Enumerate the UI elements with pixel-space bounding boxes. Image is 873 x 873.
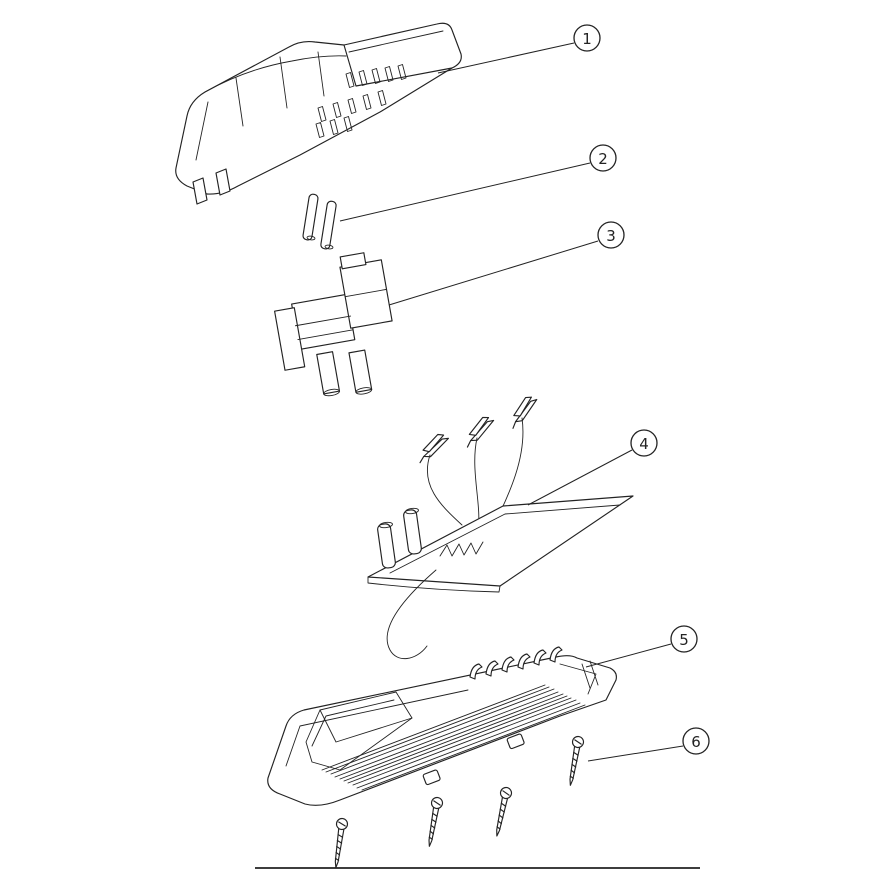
callout-1-label: 1 [582, 30, 592, 48]
connector-left-block [274, 307, 306, 371]
alligator-clip [419, 433, 449, 464]
top-housing-tabs [192, 168, 231, 205]
callout-4-label: 4 [639, 435, 649, 453]
top-housing-dome-ridge [204, 55, 347, 93]
leader-line-6 [587, 745, 684, 762]
connector-leg [348, 349, 373, 393]
bottom-housing-rim [285, 689, 469, 767]
part-connector-block [274, 252, 393, 397]
connector-top-tab [339, 252, 367, 270]
alligator-clip [466, 416, 495, 448]
part-bottom-housing [267, 646, 617, 806]
leader-line-5 [585, 643, 672, 668]
callout-6-label: 6 [691, 733, 701, 751]
connector-mid-block [291, 293, 356, 350]
callout-4: 4 [527, 429, 658, 506]
part-top-housing [175, 22, 462, 205]
housing-clip-tabs [422, 733, 525, 786]
top-housing-seams [235, 51, 325, 127]
leader-line-1 [437, 42, 575, 74]
callout-6: 6 [587, 727, 710, 762]
callout-2: 2 [339, 144, 617, 222]
leader-line-2 [339, 162, 591, 222]
end-cap-ribs [581, 660, 599, 689]
top-housing-panel-line [195, 101, 209, 161]
board-lead-wire [386, 569, 437, 659]
screw [569, 735, 585, 786]
bottom-housing-outline [267, 655, 617, 806]
rim-hooks [469, 646, 563, 680]
callout-3-label: 3 [606, 227, 616, 245]
alligator-clip [512, 396, 538, 429]
callouts: 1 2 3 4 5 6 [339, 24, 710, 762]
board-standoffs [377, 507, 422, 569]
grille-slats [321, 684, 586, 791]
callout-5: 5 [585, 625, 698, 668]
leader-line-4 [527, 449, 633, 506]
contact-pin [320, 200, 337, 250]
callout-5-label: 5 [679, 631, 689, 649]
part-screws [334, 735, 585, 869]
part-contact-pins [302, 193, 337, 250]
alligator-clips [419, 396, 538, 464]
spring-contact [439, 541, 484, 557]
connector-leg [316, 351, 341, 395]
circuit-board-edge [367, 576, 501, 593]
battery-compartment [305, 691, 413, 771]
part-circuit-board-assembly [367, 396, 634, 659]
callout-2-label: 2 [598, 150, 608, 168]
circuit-board-inner-line [389, 504, 621, 574]
top-housing-band-inner [348, 30, 444, 53]
callout-3: 3 [388, 221, 625, 306]
contact-pin [302, 193, 319, 241]
screw [334, 817, 349, 869]
screw [428, 796, 444, 847]
screw [496, 786, 513, 837]
top-housing-vent-slots [315, 64, 407, 138]
top-housing-band-edge [343, 44, 453, 87]
leader-line-3 [388, 240, 599, 306]
callout-1: 1 [437, 24, 601, 74]
circuit-board [367, 495, 634, 587]
